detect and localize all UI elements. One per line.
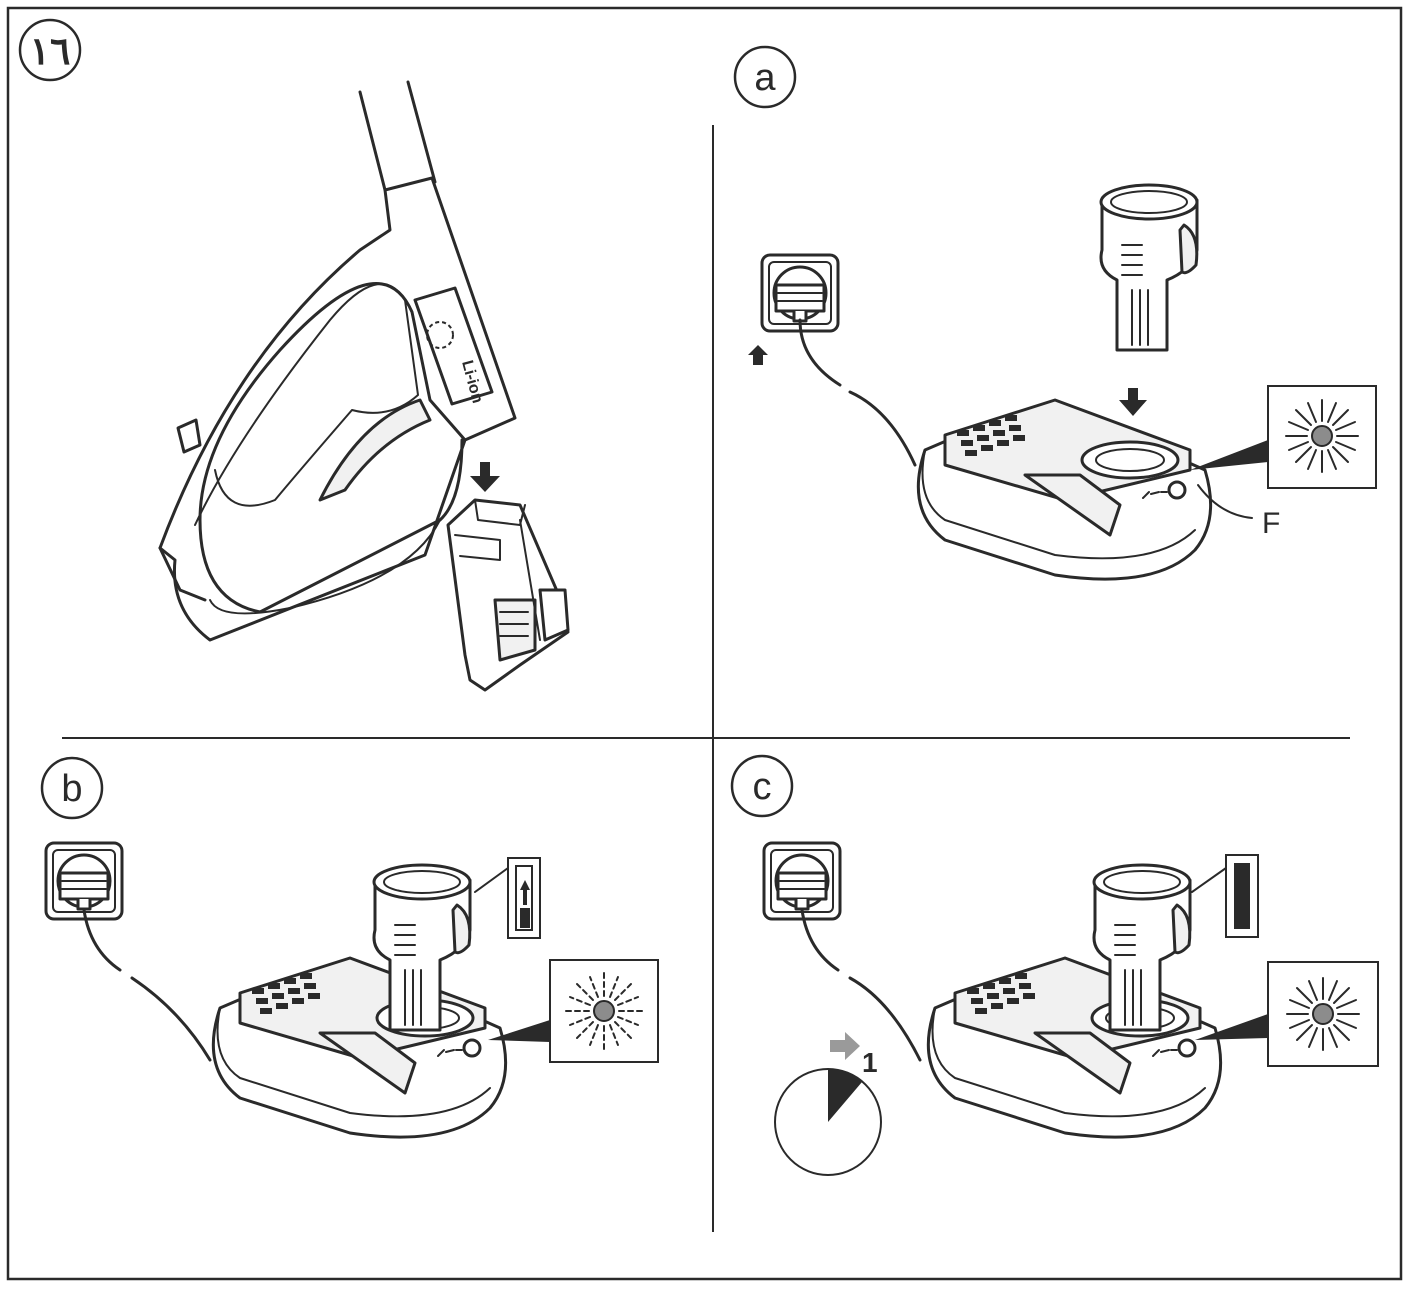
panel-a-label: a <box>754 57 776 99</box>
led-indicator-callout <box>1267 385 1377 489</box>
callout-F-label: F <box>1262 507 1280 540</box>
led-icon <box>1285 399 1359 473</box>
arrow-up-icon <box>748 345 768 365</box>
figure-frame <box>6 6 1403 1281</box>
wall-socket-icon <box>762 841 842 921</box>
charger-icon <box>211 956 508 1139</box>
panel-b-badge: b <box>40 756 104 820</box>
panel-c-badge: c <box>730 754 794 818</box>
led-icon <box>565 972 643 1050</box>
charger-icon <box>926 956 1223 1139</box>
panel-c-label: c <box>753 766 772 808</box>
vacuum-handle-illustration: Li-ion <box>158 80 570 692</box>
battery-pack-icon <box>1099 183 1199 352</box>
charger-icon <box>916 398 1213 581</box>
battery-level-icon <box>1225 854 1259 938</box>
panel-b-illustration <box>44 841 659 1139</box>
led-indicator-callout <box>549 959 659 1063</box>
timer-label: 1 <box>862 1047 878 1078</box>
arrow-down-icon <box>1119 388 1147 416</box>
battery-level-icon <box>507 857 541 939</box>
led-icon <box>1286 977 1360 1051</box>
led-indicator-callout <box>1267 961 1379 1067</box>
arrow-right-icon <box>830 1032 860 1060</box>
wall-socket-icon <box>44 841 124 921</box>
figure-number-label: ١٦ <box>30 31 71 73</box>
battery-pack-icon <box>446 498 570 692</box>
panel-a-badge: a <box>733 45 797 109</box>
arrow-down-icon <box>470 462 500 492</box>
panel-b-label: b <box>61 768 82 810</box>
figure-number-badge: ١٦ <box>18 18 82 82</box>
clock-icon <box>774 1068 882 1176</box>
panel-a-illustration: F <box>748 183 1377 581</box>
panel-c-illustration: 1 <box>762 841 1379 1176</box>
